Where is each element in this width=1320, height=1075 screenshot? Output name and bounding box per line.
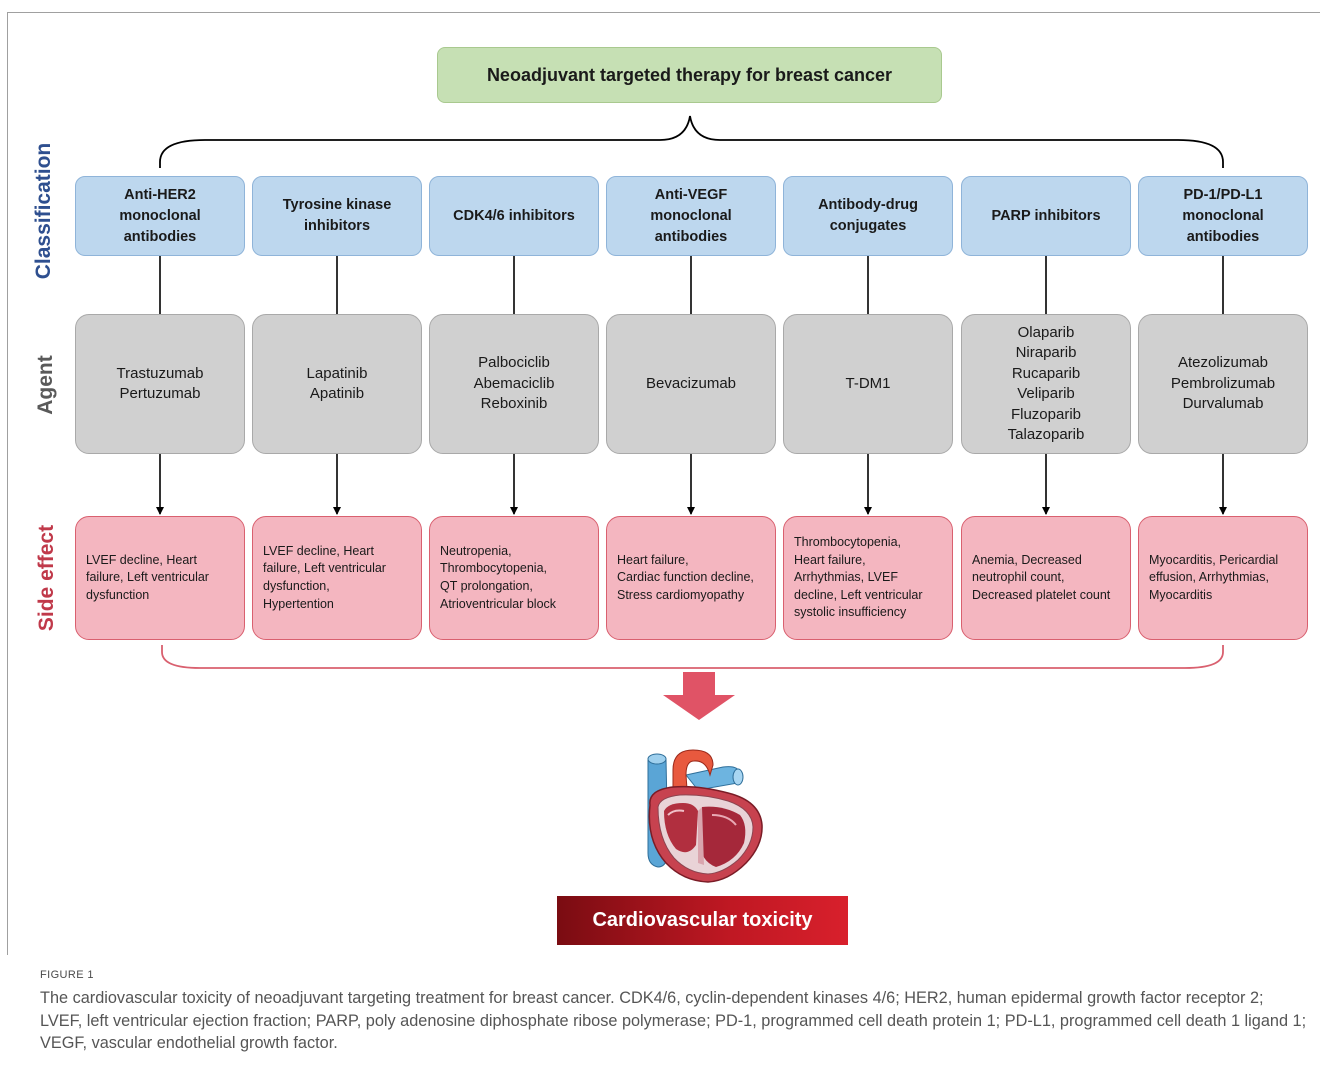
side-effect-line: LVEF decline, Heart xyxy=(263,543,374,558)
side-effect-line: Myocarditis xyxy=(1149,587,1213,602)
figure-frame xyxy=(7,12,1320,955)
classification-box: PARP inhibitors xyxy=(961,176,1131,256)
agent-line: Niraparib xyxy=(1015,344,1077,361)
classification-line: monoclonal xyxy=(650,207,732,224)
side-effect-line: failure, Left ventricular xyxy=(86,570,209,585)
heart-icon xyxy=(647,749,763,883)
connector-lines xyxy=(156,115,1227,720)
agent-line: Reboxinib xyxy=(480,395,548,413)
classification-box: Tyrosine kinase inhibitors xyxy=(252,176,422,256)
side-effect-line: Thrombocytopenia, xyxy=(794,535,902,550)
side-effect-line: Thrombocytopenia, xyxy=(440,561,548,576)
agent-line: Talazoparib xyxy=(1007,426,1085,443)
side-effect-line: dysfunction xyxy=(86,587,150,602)
classification-line: Anti-VEGF xyxy=(654,186,728,203)
side-effect-box: Heart failure, Cardiac function decline, S… xyxy=(606,516,776,640)
side-effect-line: effusion, Arrhythmias, xyxy=(1149,570,1269,585)
classification-line: CDK4/6 inhibitors xyxy=(453,207,575,224)
agent-line: Olaparib xyxy=(1017,323,1075,341)
classification-line: Tyrosine kinase xyxy=(282,197,392,213)
classification-box: Anti-VEGF monoclonal antibodies xyxy=(606,176,776,256)
side-effect-box: Anemia, Decreased neutrophil count, Decrea… xyxy=(961,516,1131,640)
classification-line: PARP inhibitors xyxy=(991,207,1101,224)
classification-box: PD-1/PD-L1 monoclonal antibodies xyxy=(1138,176,1308,256)
agent-line: Atezolizumab xyxy=(1177,354,1269,372)
side-effect-line: Atrioventricular block xyxy=(440,596,557,611)
side-effect-line: Heart failure, xyxy=(794,552,866,567)
side-effect-line: Heart failure, xyxy=(617,552,689,567)
top-brace xyxy=(159,115,1224,168)
side-effect-box: Myocarditis, Pericardial effusion, Arrhyt… xyxy=(1138,516,1308,640)
agent-line: Palbociclib xyxy=(478,354,550,372)
classification-line: antibodies xyxy=(1186,228,1260,245)
side-effect-line: failure, Left ventricular xyxy=(263,561,386,576)
side-effect-line: Stress cardiomyopathy xyxy=(617,587,745,602)
agent-box: T-DM1 xyxy=(783,314,953,454)
side-effect-line: decline, Left ventricular xyxy=(794,587,923,602)
agent-line: Rucaparib xyxy=(1011,364,1081,382)
side-effect-line: dysfunction, xyxy=(263,579,330,593)
agent-line: Apatinib xyxy=(309,385,365,402)
agent-line: Abemaciclib xyxy=(473,374,555,392)
classification-line: antibodies xyxy=(654,228,728,245)
agent-line: Pembrolizumab xyxy=(1170,374,1276,392)
bottom-brace xyxy=(161,645,1224,669)
classification-box: CDK4/6 inhibitors xyxy=(429,176,599,256)
classification-box: Antibody-drug conjugates xyxy=(783,176,953,256)
classification-line: PD-1/PD-L1 xyxy=(1183,186,1263,203)
row-label-classification: Classification xyxy=(32,142,55,280)
side-effect-box: LVEF decline, Heart failure, Left ventric… xyxy=(75,516,245,640)
agent-line: Fluzoparib xyxy=(1010,405,1082,423)
classification-line: conjugates xyxy=(829,218,907,234)
side-effect-line: QT prolongation, xyxy=(440,579,533,593)
side-effect-line: LVEF decline, Heart xyxy=(86,552,197,567)
classification-line: inhibitors xyxy=(303,218,371,234)
side-effect-line: Cardiac function decline, xyxy=(617,570,754,585)
agent-line: Trastuzumab xyxy=(116,364,204,382)
agent-line: Veliparib xyxy=(1017,385,1075,402)
outcome-box: Cardiovascular toxicity xyxy=(557,896,848,945)
side-effect-box: Neutropenia, Thrombocytopenia, QT prolonga… xyxy=(429,516,599,640)
side-effect-line: Anemia, Decreased xyxy=(972,552,1082,567)
classification-line: Anti-HER2 xyxy=(124,186,196,203)
side-effect-line: Myocarditis, Pericardial xyxy=(1149,552,1279,567)
classification-line: Antibody-drug xyxy=(818,197,918,213)
figure-label: FIGURE 1 xyxy=(40,969,94,981)
side-effect-line: Hypertention xyxy=(263,596,334,611)
side-effect-line: Arrhythmias, LVEF xyxy=(794,570,898,585)
side-effect-line: Decreased platelet count xyxy=(972,587,1111,602)
row-label-side-effect: Side effect xyxy=(35,524,58,632)
side-effect-box: Thrombocytopenia, Heart failure, Arrhythmi… xyxy=(783,516,953,640)
agent-box: Bevacizumab xyxy=(606,314,776,454)
agent-line: Pertuzumab xyxy=(119,385,201,402)
agent-line: Durvalumab xyxy=(1182,395,1264,413)
side-effect-line: systolic insufficiency xyxy=(794,605,907,620)
figure-caption: The cardiovascular toxicity of neoadjuva… xyxy=(40,989,1307,1052)
side-effect-box: LVEF decline, Heart failure, Left ventric… xyxy=(252,516,422,640)
agent-line: Lapatinib xyxy=(306,364,368,382)
classification-line: monoclonal xyxy=(119,207,201,224)
classification-line: monoclonal xyxy=(1182,207,1264,224)
agent-line: T-DM1 xyxy=(845,374,891,392)
classification-box: Anti-HER2 monoclonal antibodies xyxy=(75,176,245,256)
diagram-title: Neoadjuvant targeted therapy for breast … xyxy=(437,47,942,103)
down-arrow xyxy=(663,672,735,720)
agent-line: Bevacizumab xyxy=(645,374,737,392)
classification-line: antibodies xyxy=(123,228,197,245)
row-label-agent: Agent xyxy=(34,355,57,415)
side-effect-line: Neutropenia, xyxy=(440,543,512,558)
side-effect-line: neutrophil count, xyxy=(972,570,1065,585)
